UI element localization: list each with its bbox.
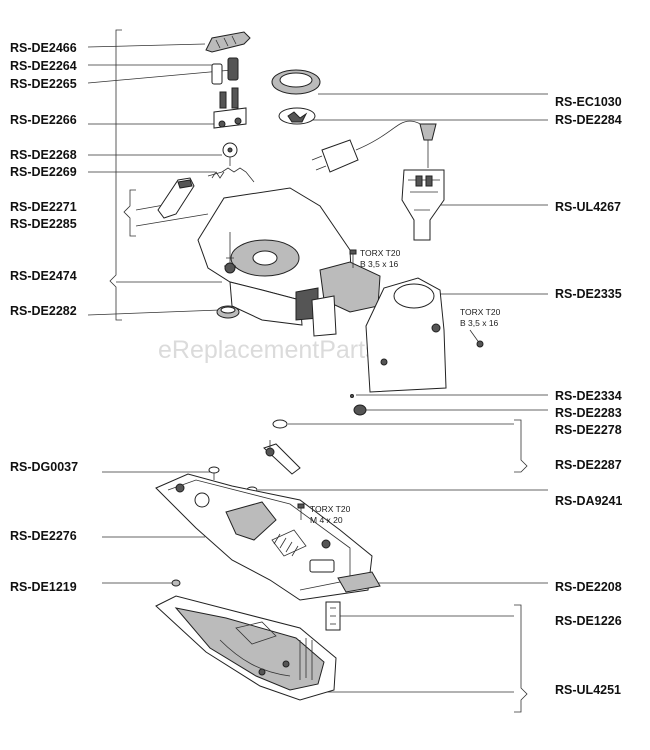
label-rs-de2276[interactable]: RS-DE2276 [10,529,77,543]
label-rs-de2264[interactable]: RS-DE2264 [10,59,77,73]
label-rs-de1219[interactable]: RS-DE1219 [10,580,77,594]
label-rs-de2474[interactable]: RS-DE2474 [10,269,77,283]
part-small-cap [216,305,240,319]
label-rs-de2266[interactable]: RS-DE2266 [10,113,77,127]
label-rs-de2208[interactable]: RS-DE2208 [555,580,622,594]
part-rear-cover [365,277,447,393]
part-ring [272,419,288,429]
svg-text:M 4 x 20: M 4 x 20 [310,515,343,525]
label-rs-da9241[interactable]: RS-DA9241 [555,494,622,508]
part-power-cord [311,120,445,241]
svg-text:TORX T20: TORX T20 [310,504,351,514]
part-screw-upper [349,249,357,268]
label-rs-de2334[interactable]: RS-DE2334 [555,389,622,403]
part-screw-de1219 [171,579,181,587]
part-pin-and-knob [350,394,367,416]
bracket-right-4251 [514,604,528,713]
left-labels: RS-DE2466 RS-DE2264 RS-DE2265 RS-DE2266 … [10,41,78,594]
leader-lines [87,43,548,693]
part-knob-de2284 [278,107,316,125]
part-valve [222,142,238,166]
part-screw-dg0037 [208,466,220,480]
label-rs-de2271[interactable]: RS-DE2271 [10,200,77,214]
label-rs-de2268[interactable]: RS-DE2268 [10,148,77,162]
part-label-plate [337,571,381,593]
part-thermostat-knob [157,177,195,219]
part-small-blocks [211,57,239,85]
label-rs-dg0037[interactable]: RS-DG0037 [10,460,78,474]
part-spring-lever [207,167,255,183]
label-rs-de1226[interactable]: RS-DE1226 [555,614,622,628]
bracket-left-main [109,29,122,321]
svg-text:TORX T20: TORX T20 [460,307,501,317]
svg-text:TORX T20: TORX T20 [360,248,401,258]
screw-note-2: TORX T20 B 3,5 x 16 [460,307,501,328]
label-rs-de2283[interactable]: RS-DE2283 [555,406,622,420]
label-rs-de2269[interactable]: RS-DE2269 [10,165,77,179]
brackets [109,29,528,713]
svg-text:B 3,5 x 16: B 3,5 x 16 [360,259,399,269]
label-rs-de2278[interactable]: RS-DE2278 [555,423,622,437]
screw-note-3: TORX T20 M 4 x 20 [310,504,351,525]
part-connector [325,601,341,631]
label-rs-de2287[interactable]: RS-DE2287 [555,458,622,472]
bracket-right-2287 [514,419,528,473]
label-rs-de2265[interactable]: RS-DE2265 [10,77,77,91]
label-rs-de2284[interactable]: RS-DE2284 [555,113,622,127]
label-rs-ul4251[interactable]: RS-UL4251 [555,683,621,697]
label-rs-de2335[interactable]: RS-DE2335 [555,287,622,301]
label-rs-de2285[interactable]: RS-DE2285 [10,217,77,231]
part-screw-rear [469,329,484,348]
part-screw-lower [297,503,305,520]
label-rs-de2282[interactable]: RS-DE2282 [10,304,77,318]
label-rs-de2466[interactable]: RS-DE2466 [10,41,77,55]
right-labels: RS-EC1030 RS-DE2284 RS-UL4267 RS-DE2335 … [555,95,622,697]
part-steam-button [205,31,251,53]
label-rs-ul4267[interactable]: RS-UL4267 [555,200,621,214]
part-soleplate [155,595,337,701]
part-handle-housing [197,187,381,337]
part-disc-ec1030 [271,69,321,95]
part-spray-mechanism [213,87,247,129]
bracket-left-small [123,189,136,237]
label-rs-ec1030[interactable]: RS-EC1030 [555,95,622,109]
svg-text:B 3,5 x 16: B 3,5 x 16 [460,318,499,328]
screw-note-1: TORX T20 B 3,5 x 16 [360,248,401,269]
part-valve-stem [263,440,301,475]
